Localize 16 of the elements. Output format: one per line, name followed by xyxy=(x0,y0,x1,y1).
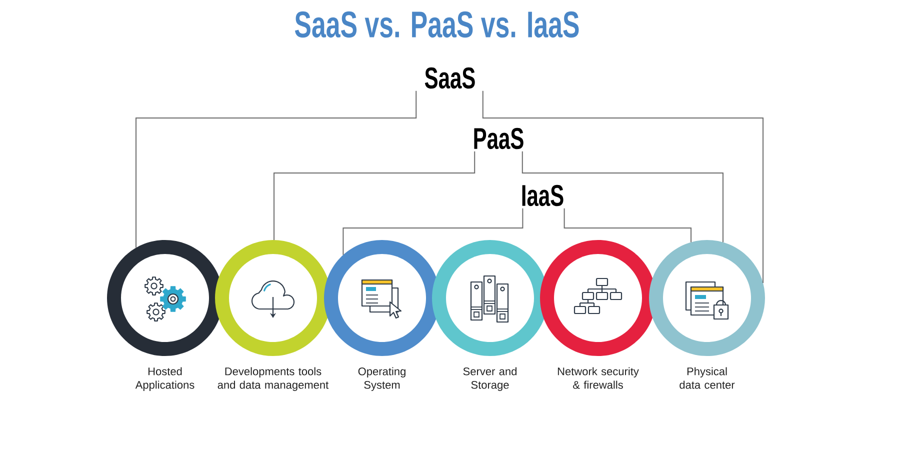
title: SaaS vs. PaaS vs. IaaS xyxy=(294,11,579,38)
bracket-line xyxy=(522,150,724,243)
layer-label: SaaS xyxy=(424,67,475,89)
node-label: Hosted Applications xyxy=(135,367,194,391)
layer-label: IaaS xyxy=(522,184,564,206)
node-label: Network security & firewalls xyxy=(558,367,639,389)
node-label: Server and Storage xyxy=(463,367,516,391)
bracket-line xyxy=(274,150,476,241)
node-label: Physical data center xyxy=(680,367,735,389)
bracket-line xyxy=(482,90,764,284)
node-label: Operating System xyxy=(358,367,406,391)
bracket-line xyxy=(136,90,417,248)
bracket-line xyxy=(564,208,692,243)
node-label: Developments tools and data management xyxy=(218,367,329,391)
bracket-line xyxy=(342,208,524,256)
layer-label: PaaS xyxy=(474,128,524,150)
